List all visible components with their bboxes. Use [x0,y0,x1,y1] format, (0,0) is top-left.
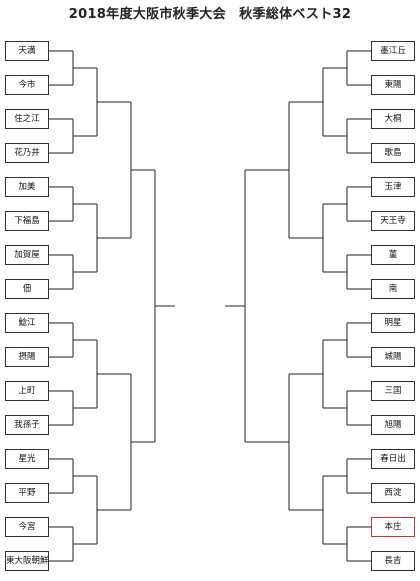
right-team-14: 西淀 [371,483,415,503]
left-team-6: 下福島 [5,211,49,231]
left-team-9: 鯰江 [5,313,49,333]
left-team-14: 平野 [5,483,49,503]
left-team-10: 摂陽 [5,347,49,367]
right-team-9: 明星 [371,313,415,333]
right-team-13: 春日出 [371,449,415,469]
right-team-15: 本庄 [371,517,415,537]
right-team-6: 天王寺 [371,211,415,231]
left-team-7: 加賀屋 [5,245,49,265]
left-team-3: 住之江 [5,109,49,129]
right-team-10: 城陽 [371,347,415,367]
right-team-11: 三国 [371,381,415,401]
right-team-1: 墨江丘 [371,41,415,61]
right-team-5: 玉津 [371,177,415,197]
left-team-4: 花乃井 [5,143,49,163]
left-team-5: 加美 [5,177,49,197]
right-team-7: 菫 [371,245,415,265]
left-team-12: 我孫子 [5,415,49,435]
right-team-12: 旭陽 [371,415,415,435]
page-title: 2018年度大阪市秋季大会 秋季総体ベスト32 [68,7,352,22]
left-team-13: 星光 [5,449,49,469]
right-team-4: 歌島 [371,143,415,163]
right-team-2: 東陽 [371,75,415,95]
left-team-1: 天満 [5,41,49,61]
right-team-8: 南 [371,279,415,299]
left-team-15: 今宮 [5,517,49,537]
right-team-3: 大桐 [371,109,415,129]
right-team-16: 長吉 [371,551,415,571]
left-team-2: 今市 [5,75,49,95]
left-team-8: 佃 [5,279,49,299]
left-team-16: 東大阪朝鮮 [5,551,49,571]
left-team-11: 上町 [5,381,49,401]
